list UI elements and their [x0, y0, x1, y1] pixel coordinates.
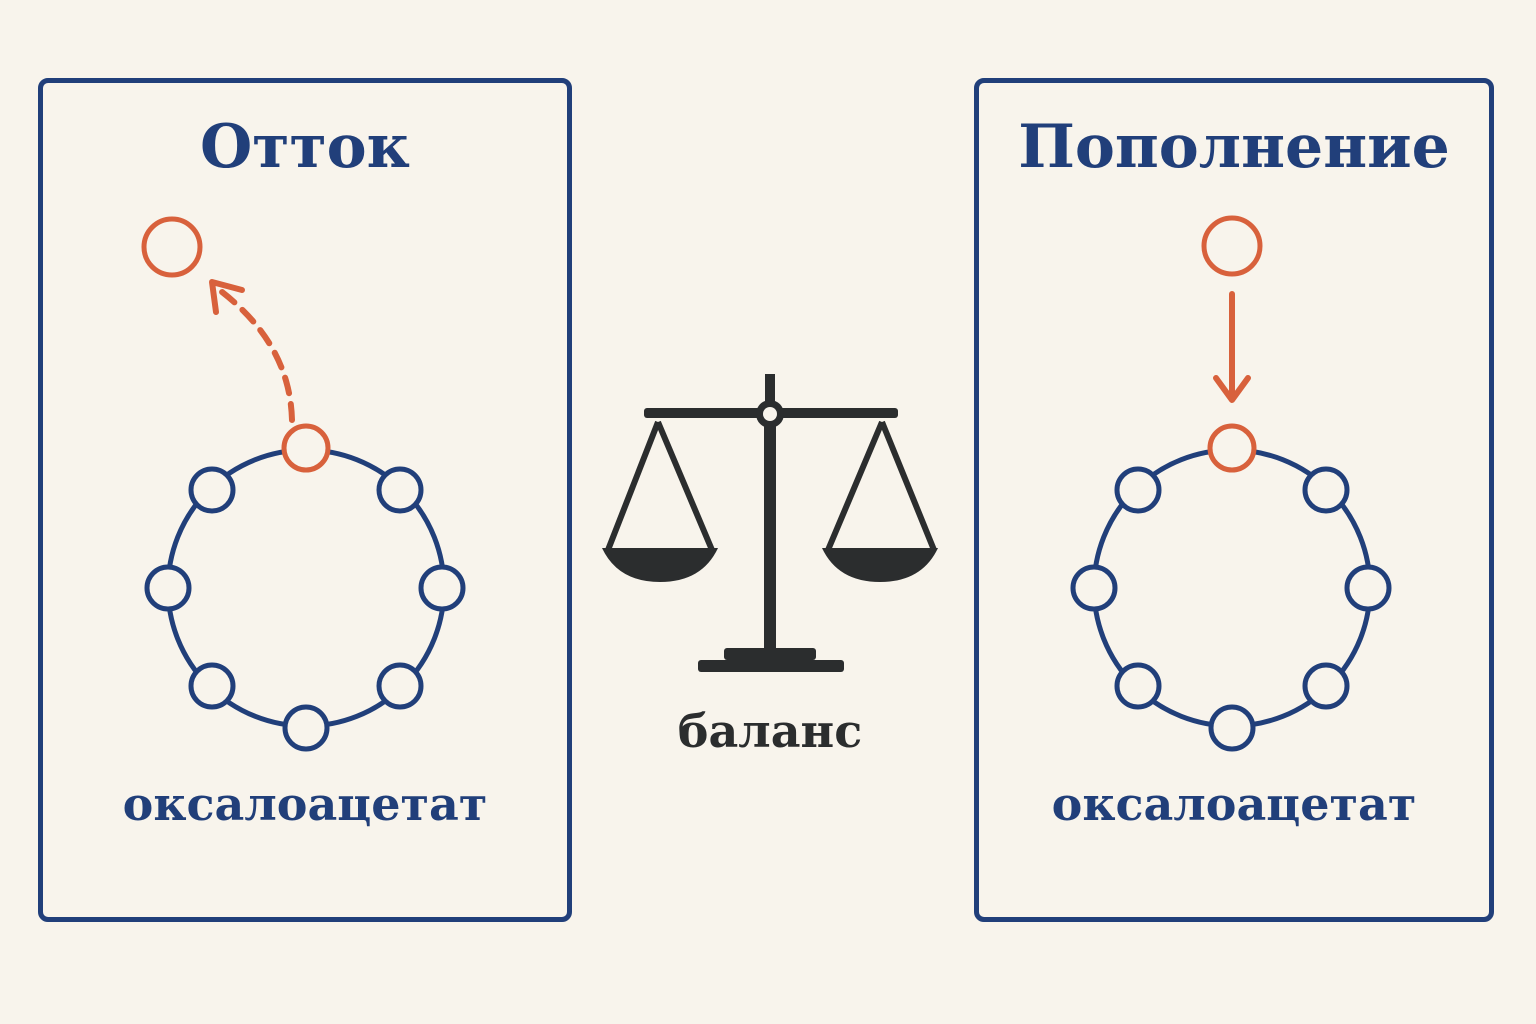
ring-node — [376, 466, 424, 514]
outflow-dashed-arrow — [219, 289, 295, 423]
replenishment-incoming-molecule — [1201, 215, 1263, 277]
outflow-departed-molecule — [141, 216, 203, 278]
ring-node — [144, 564, 192, 612]
ring-node — [282, 704, 330, 752]
scale-right-pan — [822, 548, 938, 582]
ring-node — [1302, 466, 1350, 514]
ring-node — [1302, 662, 1350, 710]
scale-top-finial — [765, 374, 775, 404]
replenishment-ring-nodes — [1070, 466, 1392, 752]
balance-label: баланс — [677, 704, 863, 758]
outflow-title: Отток — [200, 112, 410, 182]
ring-node — [418, 564, 466, 612]
replenishment-highlight-node — [1207, 423, 1257, 473]
outflow-ring-nodes — [144, 466, 466, 752]
replenishment-title: Пополнение — [1018, 112, 1450, 182]
ring-node — [1114, 466, 1162, 514]
replenishment-oxaloacetate-label: оксалоацетат — [1051, 777, 1417, 831]
ring-node — [1344, 564, 1392, 612]
outflow-highlight-node — [281, 423, 331, 473]
scale-base-top — [724, 648, 816, 660]
scale-right-string-a — [825, 420, 885, 552]
scale-left-string-b — [655, 420, 715, 552]
scale-pivot-hole — [763, 407, 777, 421]
outflow-panel: Отток оксалоацетат — [38, 78, 572, 922]
ring-node — [1114, 662, 1162, 710]
scale-left-pan — [602, 548, 718, 582]
ring-node — [1070, 564, 1118, 612]
ring-node — [1208, 704, 1256, 752]
scale-icon — [602, 374, 938, 672]
scale-pillar — [764, 416, 776, 656]
ring-node — [376, 662, 424, 710]
ring-node — [188, 662, 236, 710]
outflow-oxaloacetate-label: оксалоацетат — [122, 777, 488, 831]
scale-left-string-a — [605, 420, 661, 552]
outflow-arrowhead — [209, 279, 245, 315]
ring-node — [188, 466, 236, 514]
replenishment-panel: Пополнение оксалоацетат — [974, 78, 1494, 922]
replenishment-arrowhead — [1213, 375, 1251, 403]
scale-base — [698, 660, 844, 672]
scale-right-string-b — [879, 420, 937, 552]
